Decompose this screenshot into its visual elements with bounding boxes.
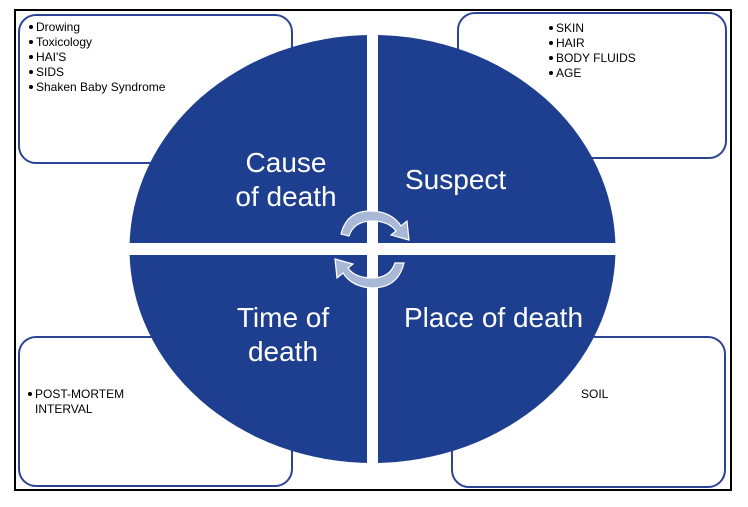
cause-list: Drowing Toxicology HAI'S SIDS Shaken Bab…	[29, 20, 165, 95]
list-item: Drowing	[29, 20, 165, 35]
suspect-list: SKIN HAIR BODY FLUIDS AGE	[549, 21, 636, 81]
list-item: Shaken Baby Syndrome	[29, 80, 165, 95]
list-item: BODY FLUIDS	[549, 51, 636, 66]
place-quadrant	[378, 255, 616, 463]
place-text: SOIL	[581, 387, 609, 401]
cycle-arrows-icon	[334, 210, 410, 289]
list-item: SKIN	[549, 21, 636, 36]
cause-of-death-label: Cause of death	[235, 147, 337, 212]
place-of-death-label: Place of death	[404, 302, 584, 333]
list-item: AGE	[549, 66, 636, 81]
list-item: HAIR	[549, 36, 636, 51]
list-item: Toxicology	[29, 35, 165, 50]
list-item: POST-MORTEM INTERVAL	[28, 387, 155, 417]
suspect-label: Suspect	[405, 164, 507, 195]
cycle-arrow-top	[340, 210, 410, 241]
list-item: SIDS	[29, 65, 165, 80]
time-of-death-label: Time of death	[236, 302, 330, 367]
suspect-quadrant	[378, 35, 616, 243]
cycle-arrow-bottom	[334, 258, 405, 289]
time-list: POST-MORTEM INTERVAL	[28, 387, 155, 417]
list-item: HAI'S	[29, 50, 165, 65]
